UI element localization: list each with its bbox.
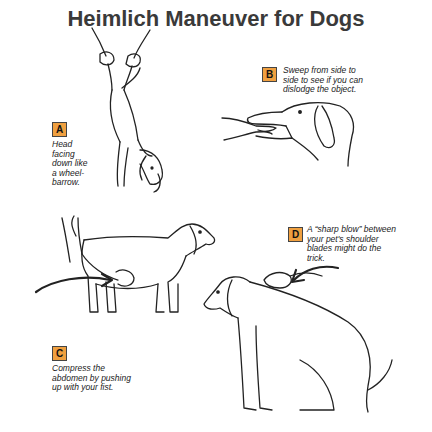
step-letter-box: C xyxy=(52,346,67,361)
dog-sitting-blow xyxy=(204,267,392,412)
instruction-text: Sweep from side to side to see if you ca… xyxy=(283,66,363,95)
step-letter: B xyxy=(266,69,273,80)
step-letter: A xyxy=(56,124,63,135)
step-letter: D xyxy=(292,229,299,240)
dog-head-sweep xyxy=(222,103,354,166)
step-letter-box: A xyxy=(52,122,67,137)
instruction-text: Compress the abdomen by pushing up with … xyxy=(52,364,132,393)
instruction-text: A “sharp blow” between your pet's should… xyxy=(307,225,399,263)
step-letter-box: B xyxy=(262,67,277,82)
dog-wheelbarrow xyxy=(92,28,162,192)
step-letter: C xyxy=(56,348,63,359)
step-letter-box: D xyxy=(288,227,303,242)
dog-standing-compress xyxy=(36,216,215,312)
diagram-title: Heimlich Maneuver for Dogs xyxy=(0,6,432,32)
instruction-text: Head facing down like a wheel-barrow. xyxy=(52,140,90,188)
